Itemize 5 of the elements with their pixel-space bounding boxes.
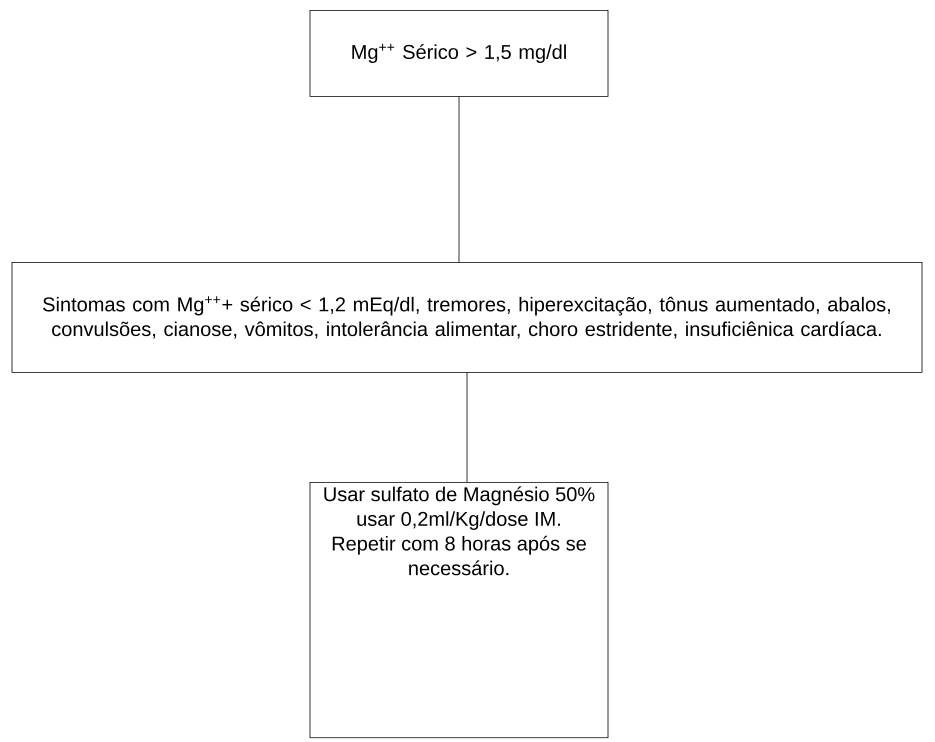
connector-line <box>466 372 468 482</box>
text-box: Usar sulfato de Magnésio 50% usar 0,2ml/Kg/dose IM. Repetir com 8 horas após se necessário. <box>310 482 608 738</box>
text-box: Mg$^{++}$ Sérico > 1,5 mg/dl <box>310 10 608 97</box>
text-box: Sintomas com Mg$^{++}$+ sérico < 1,2 mEq/dl, tremores, hiperexcitação, tônus aumentado, abalos, convulsões, cianose, vômitos, intolerância alimentar, choro estridente, insuficiênica cardíaca. <box>12 262 922 373</box>
connector-line <box>458 96 460 262</box>
